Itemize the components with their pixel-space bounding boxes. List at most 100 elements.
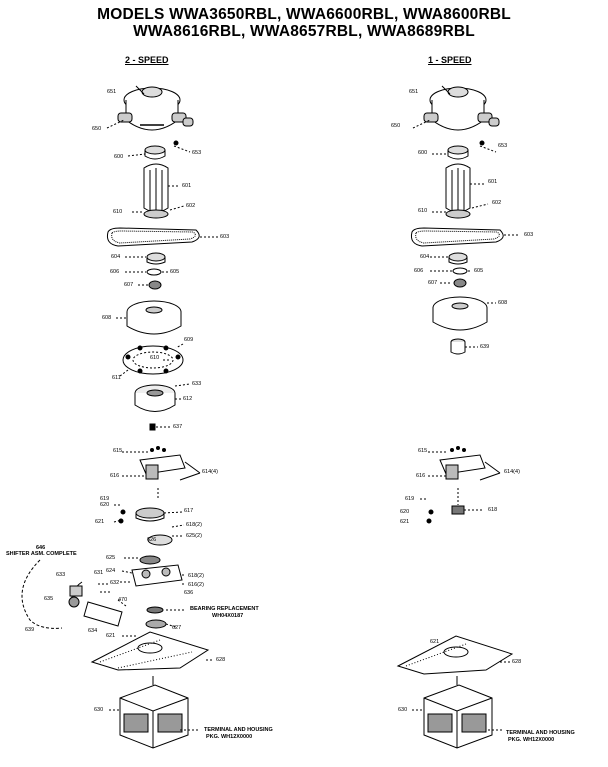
label-631: 631 [94, 570, 104, 576]
bearing-replacement-label: BEARING REPLACEMENT [190, 606, 259, 612]
left-part-608-large-pulley [126, 300, 182, 335]
right-part-630-motor [423, 676, 493, 749]
label-612: 612 [183, 396, 193, 402]
label-r-621b: 621 [430, 639, 440, 645]
label-r-618: 618 [488, 507, 498, 513]
diagram-title-line1: MODELS WWA3650RBL, WWA6600RBL, WWA8600RB… [97, 6, 511, 23]
right-part-604-pulley [448, 252, 468, 262]
label-614-4: 614(4) [202, 469, 218, 475]
left-part-612-clutch-drum [134, 384, 176, 412]
label-r-620: 620 [400, 509, 410, 515]
label-653: 653 [192, 150, 202, 156]
bearing-replacement-pkg: WH04X0187 [212, 613, 244, 619]
label-470: 470 [118, 597, 128, 603]
label-610: 610 [113, 209, 123, 215]
label-624: 624 [106, 568, 116, 574]
left-part-650-valve-head [117, 86, 194, 131]
right-part-607-nut [453, 278, 467, 288]
right-part-603-belt [411, 227, 504, 247]
label-617: 617 [184, 508, 194, 514]
label-601: 601 [182, 183, 192, 189]
label-621b: 621 [106, 633, 116, 639]
right-part-600-collar [447, 145, 469, 160]
label-r-639: 639 [480, 344, 490, 350]
label-610-clutch: 610 [150, 355, 160, 361]
label-r-610: 610 [418, 208, 428, 214]
label-609: 609 [184, 337, 194, 343]
right-part-618-shaft [451, 505, 465, 515]
label-605: 605 [170, 269, 180, 275]
terminal-housing-left-pkg: PKG. WH12X0000 [206, 734, 253, 740]
label-r-601: 601 [488, 179, 498, 185]
left-part-626-gear [147, 534, 173, 546]
left-part-607-nut [148, 280, 162, 290]
label-628: 628 [216, 657, 226, 663]
left-part-624-gear-case [131, 564, 183, 587]
left-part-601-agitator [143, 163, 169, 219]
left-part-617-gear [135, 507, 165, 522]
label-636: 636 [184, 590, 194, 596]
label-r-630: 630 [398, 707, 408, 713]
label-632: 632 [110, 580, 120, 586]
label-r-604: 604 [420, 254, 430, 260]
label-627: 627 [172, 625, 182, 631]
label-639: 639 [25, 627, 35, 633]
label-626: 626 [147, 537, 157, 543]
label-r-602: 602 [492, 200, 502, 206]
label-r-607: 607 [428, 280, 438, 286]
label-r-651: 651 [409, 89, 419, 95]
label-625-2: 625(2) [186, 533, 202, 539]
label-r-614-4: 614(4) [504, 469, 520, 475]
label-621: 621 [95, 519, 105, 525]
label-618-2: 618(2) [186, 522, 202, 528]
label-r-600: 600 [418, 150, 428, 156]
label-r-605: 605 [474, 268, 484, 274]
terminal-housing-right-pkg: PKG. WH12X0000 [508, 737, 555, 743]
label-r-653: 653 [498, 143, 508, 149]
label-625: 625 [106, 555, 116, 561]
label-r-608: 608 [498, 300, 508, 306]
label-604: 604 [111, 254, 121, 260]
label-616-2: 616(2) [188, 582, 204, 588]
left-part-604-pulley [146, 252, 166, 262]
left-part-614-gear-housing [139, 446, 186, 480]
label-634: 634 [88, 628, 98, 634]
label-630: 630 [94, 707, 104, 713]
left-part-630-motor [119, 676, 189, 749]
label-615: 615 [113, 448, 123, 454]
shifter-assembly-label: SHIFTER ASM. COMPLETE [6, 551, 77, 557]
label-620: 620 [100, 502, 110, 508]
label-635: 635 [44, 596, 54, 602]
shifter-part-code: 646 [36, 545, 46, 551]
label-618-2b: 618(2) [188, 573, 204, 579]
label-600: 600 [114, 154, 124, 160]
left-part-646-shifter-assembly [21, 559, 123, 629]
label-r-621: 621 [400, 519, 410, 525]
right-part-605-washer [452, 267, 468, 275]
label-607: 607 [124, 282, 134, 288]
label-606: 606 [110, 269, 120, 275]
right-part-639-bushing [450, 338, 466, 355]
label-r-616: 616 [416, 473, 426, 479]
diagram-title-line2: WWA8616RBL, WWA8657RBL, WWA8689RBL [133, 23, 475, 40]
right-part-614-gear-housing [439, 446, 486, 480]
label-611: 611 [112, 375, 121, 381]
left-part-600-collar [144, 145, 166, 160]
left-part-603-belt [107, 227, 200, 247]
terminal-housing-left-label: TERMINAL AND HOUSING [204, 727, 273, 733]
label-r-619: 619 [405, 496, 415, 502]
column-header-1-speed: 1 - SPEED [428, 55, 472, 65]
label-633: 633 [192, 381, 202, 387]
label-r-628: 628 [512, 659, 522, 665]
left-part-470-bearing [146, 606, 164, 614]
column-header-2-speed: 2 - SPEED [125, 55, 169, 65]
right-part-601-agitator [445, 163, 471, 219]
left-part-627-seal [145, 619, 167, 629]
label-608: 608 [102, 315, 112, 321]
right-part-628-base-plate [396, 635, 514, 675]
left-part-628-base-plate [90, 631, 210, 671]
left-part-605-washer [146, 268, 162, 276]
label-r-603: 603 [524, 232, 534, 238]
label-r-615: 615 [418, 448, 428, 454]
label-602: 602 [186, 203, 196, 209]
